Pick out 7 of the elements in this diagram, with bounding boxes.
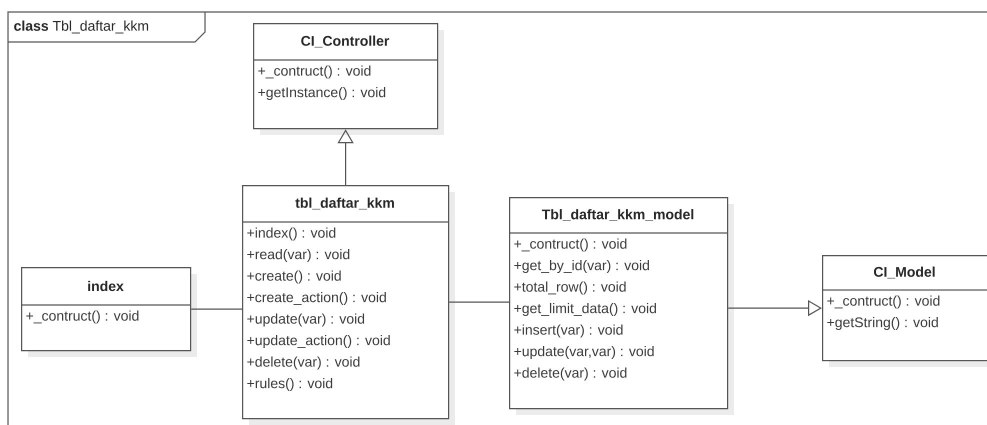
class-box: CI_Controller +_contruct() : void +getInstance() : void xyxy=(253,23,444,135)
class-box: Tbl_daftar_kkm_model +_contruct() : void +get_by_id(var) : void +total_row() : void +get_limit_data() : void +insert(var) : void +update(var,var) : void +delete(var) : void xyxy=(509,197,734,415)
connector xyxy=(449,301,509,303)
class-box: index +_contruct() : void xyxy=(21,267,197,357)
class-box: tbl_daftar_kkm +index() : void +read(var) : void +create() : void +create_action() : void +update(var) : void +update_action() : void +delete(var) : void +rules() : void xyxy=(242,185,455,425)
class-box: CI_Model +_contruct() : void +getString() : void xyxy=(822,255,987,367)
connector xyxy=(191,308,242,310)
